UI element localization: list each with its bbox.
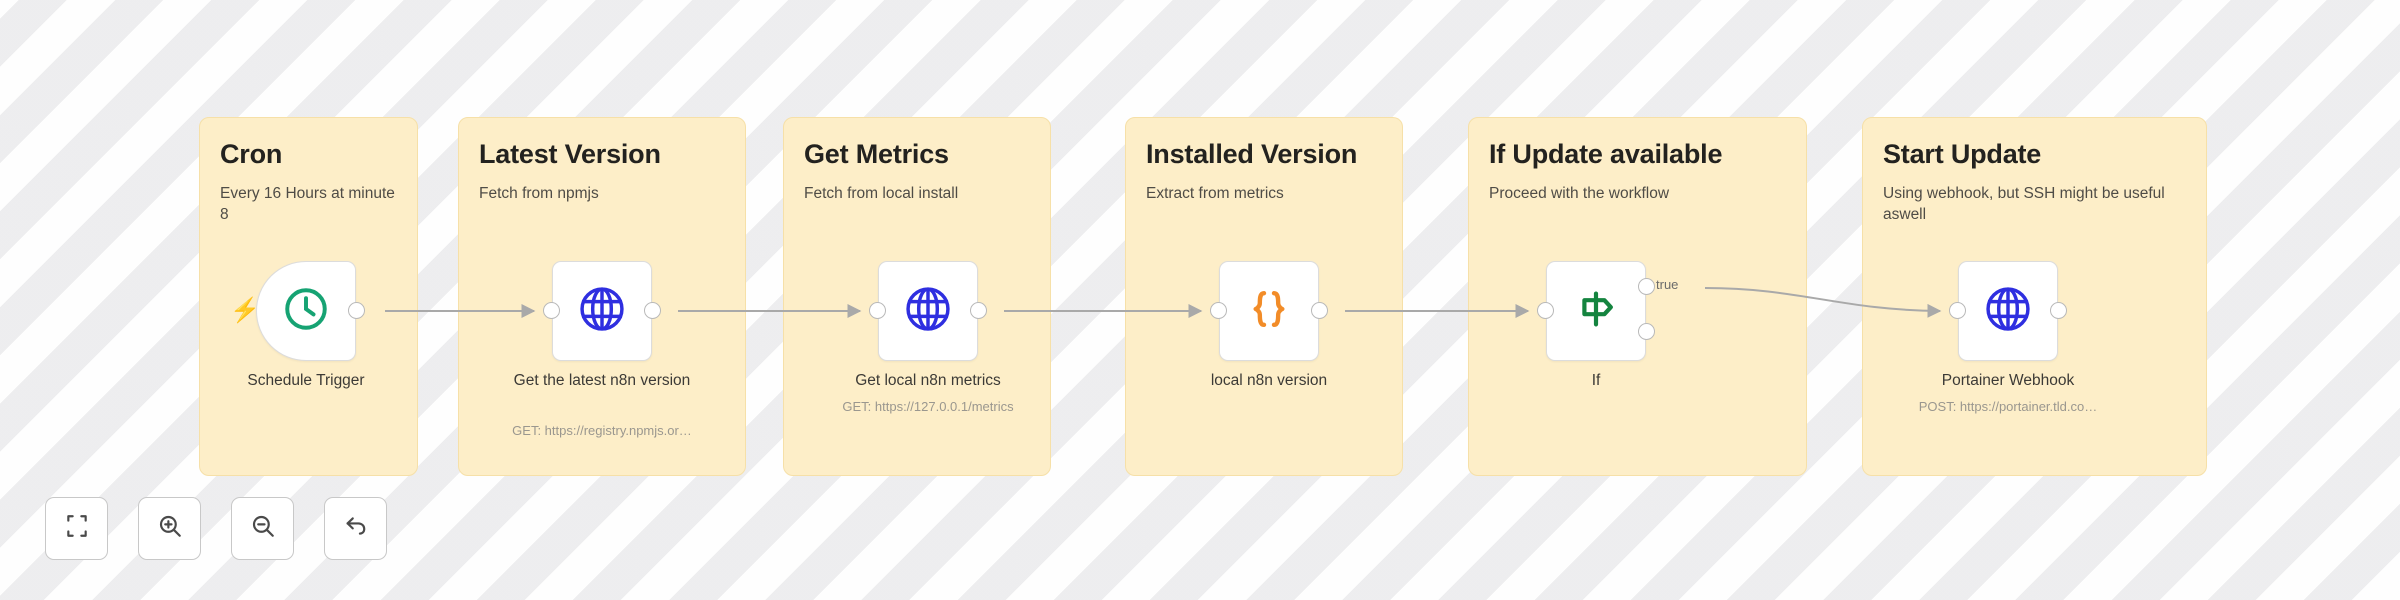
zoom-in-button[interactable] xyxy=(138,497,201,560)
node-subcaption: GET: https://127.0.0.1/metrics xyxy=(842,399,1014,414)
node-portainer-webhook[interactable]: Portainer Webhook POST: https://portaine… xyxy=(1919,261,2097,414)
input-endpoint[interactable] xyxy=(543,302,560,319)
sticky-note-title: Cron xyxy=(220,139,283,169)
output-endpoint-false[interactable] xyxy=(1638,323,1655,340)
output-endpoint[interactable] xyxy=(970,302,987,319)
node-get-local-n8n-metrics[interactable]: Get local n8n metrics GET: https://127.0… xyxy=(842,261,1014,414)
sticky-note-subtitle: Every 16 Hours at minute 8 xyxy=(220,184,395,223)
node-box[interactable] xyxy=(1949,261,2067,361)
node-caption: Get local n8n metrics xyxy=(855,372,1001,389)
node-local-n8n-version[interactable]: local n8n version xyxy=(1210,261,1328,389)
sticky-note-subtitle: Fetch from local install xyxy=(804,184,959,202)
output-label-true: true xyxy=(1656,277,1679,292)
output-endpoint-true[interactable] xyxy=(1638,278,1655,295)
node-if[interactable]: true If xyxy=(1537,261,1678,389)
sticky-note-subtitle: Proceed with the workflow xyxy=(1489,184,1670,202)
input-endpoint[interactable] xyxy=(1210,302,1227,319)
node-caption: Schedule Trigger xyxy=(247,372,365,389)
reset-zoom-button[interactable] xyxy=(324,497,387,560)
input-endpoint[interactable] xyxy=(1537,302,1554,319)
zoom-in-icon xyxy=(157,513,183,544)
node-subcaption: POST: https://portainer.tld.co… xyxy=(1918,399,2098,414)
zoom-out-icon xyxy=(250,513,276,544)
node-schedule-trigger[interactable]: ⚡ Schedule Trigger xyxy=(230,261,365,389)
fit-screen-icon xyxy=(64,513,90,544)
sticky-note-subtitle: Extract from metrics xyxy=(1146,184,1284,202)
undo-arrow-icon xyxy=(343,513,369,544)
node-get-latest-n8n-version[interactable]: Get the latest n8n version GET: https://… xyxy=(512,261,692,438)
output-endpoint[interactable] xyxy=(644,302,661,319)
node-caption: If xyxy=(1591,372,1601,389)
sticky-note-subtitle: Using webhook, but SSH might be useful a… xyxy=(1883,184,2165,223)
node-subcaption: GET: https://registry.npmjs.or… xyxy=(512,423,692,438)
input-endpoint[interactable] xyxy=(1949,302,1966,319)
sticky-note-subtitle: Fetch from npmjs xyxy=(479,184,599,202)
sticky-note-title: Installed Version xyxy=(1146,139,1358,169)
output-endpoint[interactable] xyxy=(348,302,365,319)
sticky-note-title: Get Metrics xyxy=(804,139,949,169)
lightning-bolt-icon: ⚡ xyxy=(230,297,260,324)
node-box[interactable] xyxy=(543,261,661,361)
output-endpoint[interactable] xyxy=(2050,302,2067,319)
node-caption: Portainer Webhook xyxy=(1941,372,2075,389)
node-caption: local n8n version xyxy=(1210,372,1328,389)
sticky-note-title: Start Update xyxy=(1883,139,2042,169)
globe-icon xyxy=(902,283,954,340)
zoom-out-button[interactable] xyxy=(231,497,294,560)
output-endpoint[interactable] xyxy=(1311,302,1328,319)
input-endpoint[interactable] xyxy=(869,302,886,319)
sticky-note-title: Latest Version xyxy=(479,139,661,169)
canvas-zoom-toolbar[interactable] xyxy=(45,497,387,560)
clock-icon xyxy=(281,284,331,339)
globe-icon xyxy=(576,283,628,340)
node-box[interactable] xyxy=(1210,261,1328,361)
node-caption: Get the latest n8n version xyxy=(513,372,691,389)
sticky-note-title: If Update available xyxy=(1489,139,1723,169)
globe-icon xyxy=(1982,283,2034,340)
signpost-icon xyxy=(1572,285,1620,338)
node-box[interactable] xyxy=(256,261,365,361)
code-braces-icon xyxy=(1244,284,1294,339)
fit-to-view-button[interactable] xyxy=(45,497,108,560)
node-box[interactable] xyxy=(869,261,987,361)
node-box[interactable]: true xyxy=(1537,261,1678,361)
